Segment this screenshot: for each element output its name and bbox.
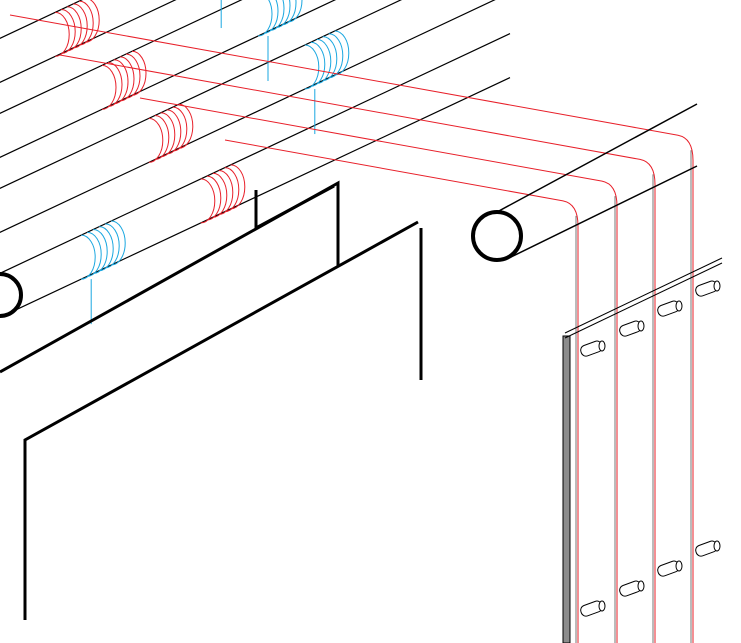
frame-bracket	[254, 184, 335, 231]
coil-ring	[55, 11, 70, 57]
coil-ring	[160, 112, 176, 158]
coil-ring	[304, 44, 320, 90]
coil-ring	[79, 0, 94, 46]
coil-ring	[172, 106, 188, 152]
cold-coil-rings	[81, 220, 126, 325]
coil-ring	[67, 6, 82, 52]
coil-ring	[316, 38, 332, 84]
coil-ring	[119, 56, 135, 102]
coil-ring	[224, 167, 240, 213]
hot-supply-line	[224, 139, 579, 643]
coil-ring	[287, 0, 303, 23]
coil-ring	[166, 109, 182, 155]
pipe-edge	[0, 33, 511, 274]
valve-cap	[713, 280, 721, 292]
coil-ring	[263, 0, 279, 34]
coil-ring	[85, 0, 100, 43]
coil-ring	[275, 0, 291, 29]
coil-ring	[99, 226, 114, 272]
valve-cap	[675, 300, 683, 312]
coil-ring	[131, 50, 147, 96]
coil-ring	[269, 0, 285, 31]
panel-rail	[564, 257, 723, 334]
frame-panel-front	[23, 220, 419, 620]
hot-coil-rings	[148, 103, 194, 163]
coil-ring	[148, 117, 164, 163]
valve	[657, 560, 683, 577]
right-pipe	[471, 103, 698, 262]
valve	[619, 580, 645, 597]
hot-supply-line	[139, 97, 618, 643]
cold-coil-rings	[257, 0, 303, 82]
pipe-edge	[0, 77, 511, 318]
pipe-edge	[0, 0, 403, 189]
hot-supply-line	[9, 14, 694, 643]
pipe-edge	[0, 0, 496, 233]
coil-ring	[230, 164, 246, 210]
coil-ring	[101, 64, 117, 110]
cold-coil-rings	[220, 0, 222, 29]
valve	[619, 320, 645, 337]
pipe-end-right	[471, 210, 523, 262]
coil-ring	[334, 30, 350, 76]
panel-rail	[564, 262, 723, 339]
frame-structure	[0, 180, 423, 620]
valve	[580, 340, 606, 357]
panel-board	[562, 335, 571, 643]
coil-ring	[87, 231, 102, 277]
coil-ring	[212, 172, 228, 218]
valve-cap	[675, 560, 683, 572]
coil-ring	[154, 115, 170, 161]
valve-cap	[598, 340, 606, 352]
coil-ring	[111, 220, 126, 266]
hot-line-group	[9, 14, 694, 643]
coil-ring	[125, 53, 141, 99]
hot-coil-rings	[200, 164, 246, 224]
coil-ring	[328, 33, 344, 79]
hot-coil-rings	[55, 0, 100, 57]
pipe-edge	[0, 0, 83, 39]
coil-ring	[81, 234, 96, 280]
valve-group	[580, 280, 721, 617]
pipe-edge	[0, 0, 177, 83]
valve-cap	[598, 600, 606, 612]
frame-panel-back	[0, 180, 340, 374]
pipe-edge	[508, 165, 698, 259]
valve	[695, 540, 721, 557]
coil-ring	[322, 36, 338, 82]
hot-supply-line	[59, 54, 656, 643]
pipe-edge	[0, 0, 243, 114]
valve-cap	[637, 320, 645, 332]
pipe-end-left	[0, 272, 23, 318]
cold-coil-rings	[304, 30, 350, 135]
coil-ring	[200, 178, 216, 224]
valve	[695, 280, 721, 297]
coil-ring	[61, 9, 76, 55]
valve-cap	[637, 580, 645, 592]
coil-ring	[218, 169, 234, 215]
valve-cap	[713, 540, 721, 552]
pipe-group	[0, 0, 511, 325]
coil-ring	[113, 59, 129, 105]
coil-ring	[257, 0, 273, 37]
hot-coil-rings	[101, 50, 147, 110]
pipe-edge	[496, 103, 698, 213]
manifold-panel	[562, 257, 723, 643]
coil-ring	[73, 3, 88, 49]
valve	[657, 300, 683, 317]
valve	[580, 600, 606, 617]
pipe-edge	[0, 0, 337, 158]
coil-ring	[206, 175, 222, 221]
coil-ring	[93, 228, 108, 274]
coil-ring	[105, 223, 120, 269]
coil-ring	[310, 41, 326, 87]
